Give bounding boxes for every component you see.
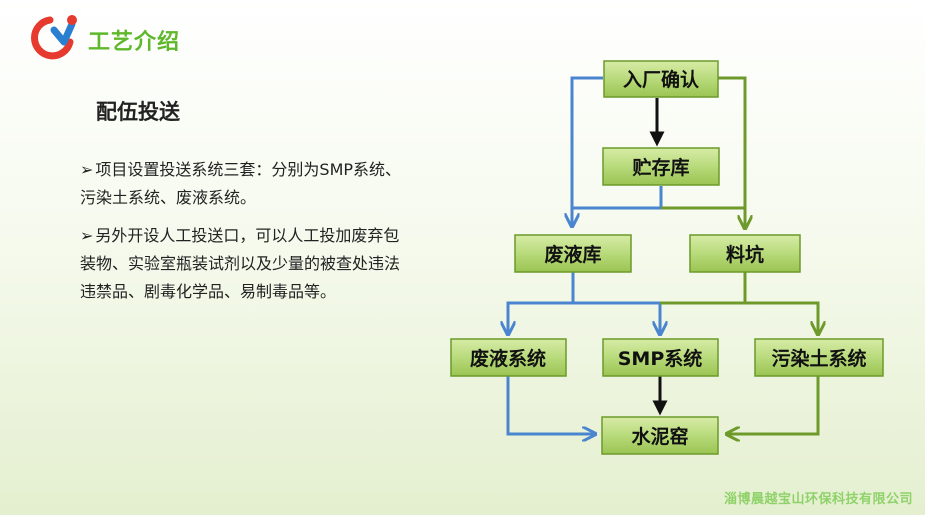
node-contaminated-soil-system: 污染土系统 bbox=[754, 338, 884, 377]
black-flow-arrows bbox=[649, 98, 668, 416]
node-label: 料坑 bbox=[726, 243, 764, 266]
arrow-bullet-icon: ➢ bbox=[80, 226, 94, 245]
arrow-bullet-icon: ➢ bbox=[80, 160, 94, 179]
node-label: 入厂确认 bbox=[623, 68, 699, 91]
bullet-item: ➢另外开设人工投送口，可以人工投加废弃包装物、实验室瓶装试剂以及少量的被查处违法… bbox=[80, 222, 415, 306]
node-storage: 贮存库 bbox=[602, 147, 720, 186]
node-label: 水泥窑 bbox=[631, 425, 688, 448]
company-logo-icon bbox=[31, 15, 77, 60]
node-label: 废液系统 bbox=[470, 347, 546, 370]
bullet-item: ➢项目设置投送系统三套：分别为SMP系统、污染土系统、废液系统。 bbox=[80, 156, 415, 212]
node-label: 贮存库 bbox=[631, 156, 689, 179]
node-smp-system: SMP系统 bbox=[602, 338, 719, 377]
section-subtitle: 配伍投送 bbox=[96, 100, 180, 124]
company-footer: 淄博晨越宝山环保科技有限公司 bbox=[723, 492, 913, 507]
node-waste-liquid-system: 废液系统 bbox=[450, 338, 567, 377]
node-cement-kiln: 水泥窑 bbox=[601, 416, 719, 455]
bullet-text: 项目设置投送系统三套：分别为SMP系统、污染土系统、废液系统。 bbox=[80, 160, 402, 207]
green-flow-lines bbox=[660, 76, 818, 434]
node-label: SMP系统 bbox=[618, 347, 703, 370]
node-label: 废液库 bbox=[544, 243, 601, 266]
node-pit: 料坑 bbox=[689, 234, 801, 273]
page-title: 工艺介绍 bbox=[88, 30, 181, 55]
bullet-text: 另外开设人工投送口，可以人工投加废弃包装物、实验室瓶装试剂以及少量的被查处违法违… bbox=[80, 226, 401, 301]
node-label: 污染土系统 bbox=[771, 347, 866, 370]
node-waste-liquid-store: 废液库 bbox=[514, 234, 632, 273]
bullet-list: ➢项目设置投送系统三套：分别为SMP系统、污染土系统、废液系统。 ➢另外开设人工… bbox=[80, 156, 415, 316]
node-entry-confirmation: 入厂确认 bbox=[603, 60, 719, 98]
